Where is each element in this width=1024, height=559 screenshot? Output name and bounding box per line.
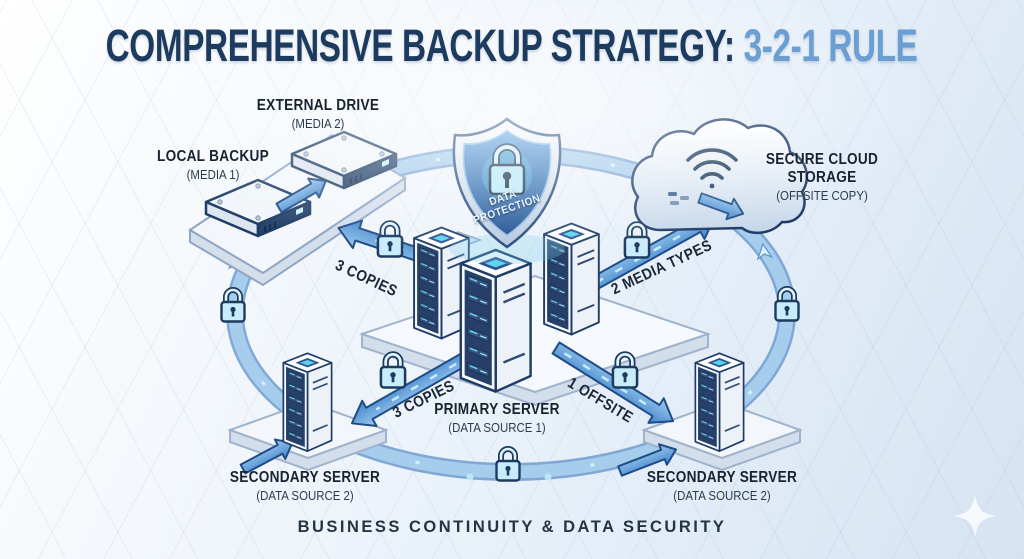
node-subtitle: (DATA SOURCE 2) (673, 488, 771, 503)
node-title: EXTERNAL DRIVE (256, 97, 380, 114)
wifi-icon (686, 148, 738, 189)
media-platform (188, 130, 407, 287)
shield-lock-icon (449, 117, 565, 264)
label-local-backup: LOCAL BACKUP (MEDIA 1) (157, 148, 269, 182)
title-rule: 3-2-1 RULE (744, 20, 918, 71)
node-subtitle: (MEDIA 2) (291, 116, 345, 131)
node-subtitle: (DATA SOURCE 2) (256, 488, 354, 503)
sparkle-icon (953, 494, 997, 538)
footer-tagline: BUSINESS CONTINUITY & DATA SECURITY (297, 518, 727, 536)
node-title: SECONDARY SERVER (646, 469, 798, 486)
padlock-icon (378, 223, 402, 256)
page-title: COMPREHENSIVE BACKUP STRATEGY: 3-2-1 RUL… (106, 20, 918, 72)
label-secondary-server-right: SECONDARY SERVER (DATA SOURCE 2) (647, 469, 797, 503)
padlock-icon (381, 354, 405, 387)
title-main: COMPREHENSIVE BACKUP STRATEGY: (106, 20, 745, 71)
server-tower-icon (459, 248, 532, 393)
padlock-icon (625, 224, 649, 257)
label-primary-server: PRIMARY SERVER (DATA SOURCE 1) (434, 401, 559, 435)
sync-arrow-icon (697, 192, 745, 221)
node-title: STORAGE (787, 169, 857, 186)
label-secure-cloud-storage: SECURE CLOUD STORAGE (OFFSITE COPY) (766, 151, 878, 203)
server-tower-icon (694, 352, 745, 452)
copy-arrow-icon (275, 177, 327, 214)
node-subtitle: (DATA SOURCE 1) (448, 420, 546, 435)
node-title: LOCAL BACKUP (156, 148, 270, 165)
node-title: PRIMARY SERVER (434, 401, 560, 418)
label-secondary-server-left: SECONDARY SERVER (DATA SOURCE 2) (230, 469, 380, 503)
node-title: SECONDARY SERVER (229, 469, 381, 486)
node-subtitle: (MEDIA 1) (186, 167, 240, 182)
node-title: SECURE CLOUD (765, 151, 879, 168)
ring-arrowhead-icon (756, 242, 774, 261)
padlock-icon (497, 449, 520, 481)
ring-branch-arrow-left (239, 438, 294, 475)
server-tower-icon (282, 352, 333, 452)
node-subtitle: (OFFSITE COPY) (776, 188, 868, 203)
header: COMPREHENSIVE BACKUP STRATEGY: 3-2-1 RUL… (0, 20, 1024, 72)
label-external-drive: EXTERNAL DRIVE (MEDIA 2) (257, 97, 379, 131)
cloud-icon (631, 118, 809, 235)
ring-branch-arrow-right (617, 443, 678, 477)
